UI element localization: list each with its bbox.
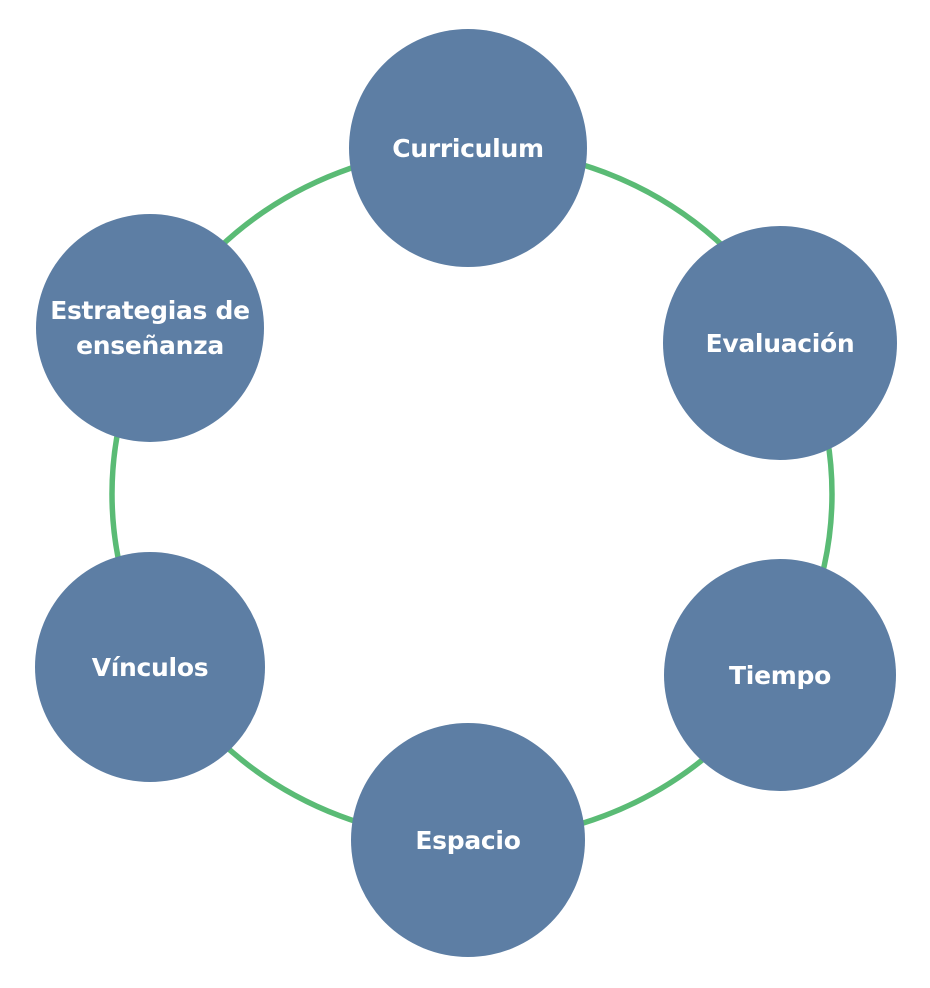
node-espacio: Espacio xyxy=(351,723,585,957)
node-tiempo: Tiempo xyxy=(664,559,896,791)
node-evaluacion: Evaluación xyxy=(663,226,897,460)
node-vinculos-label: Vínculos xyxy=(91,652,209,682)
node-espacio-label: Espacio xyxy=(415,825,521,855)
node-estrategias: Estrategias de enseñanza xyxy=(36,214,264,442)
node-evaluacion-label: Evaluación xyxy=(705,328,855,358)
node-curriculum: Curriculum xyxy=(349,29,587,267)
node-vinculos: Vínculos xyxy=(35,552,265,782)
node-curriculum-label: Curriculum xyxy=(392,133,544,163)
node-tiempo-label: Tiempo xyxy=(729,660,831,690)
node-estrategias-label: Estrategias de enseñanza xyxy=(50,296,250,360)
